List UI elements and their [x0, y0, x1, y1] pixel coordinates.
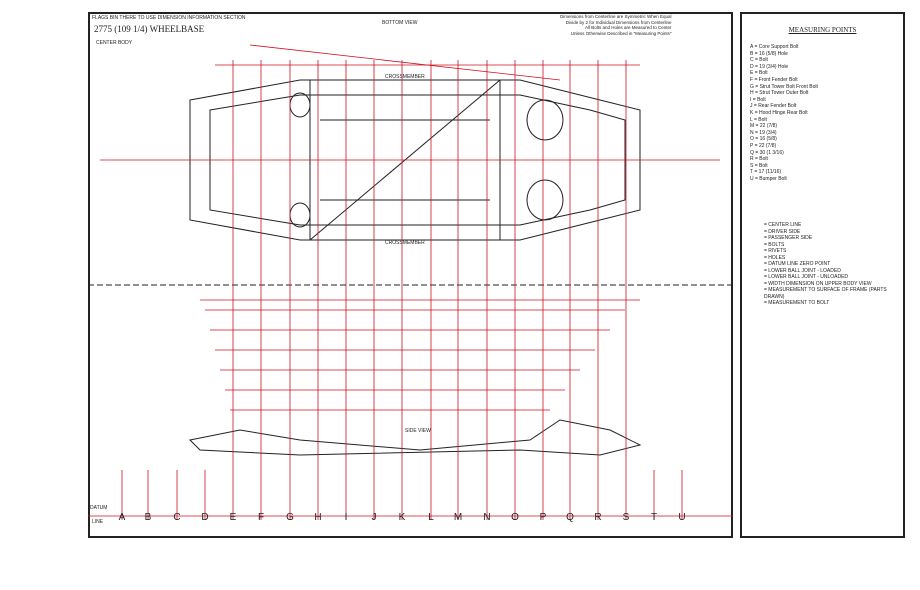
legend-symbol: = LOWER BALL JOINT - LOADED [764, 267, 841, 274]
legend-symbol: = HOLES [764, 254, 786, 261]
note-line: Dimensions from Centerline are Symmetric… [560, 14, 672, 19]
side-view-label: SIDE VIEW [405, 428, 431, 434]
legend-item: L = Bolt [750, 116, 767, 123]
note-right: Dimensions from Centerline are Symmetric… [560, 14, 672, 36]
datum-letter: R [594, 512, 602, 523]
legend-title: MEASURING POINTS [788, 26, 857, 34]
legend-symbol: = BOLTS [764, 241, 785, 248]
line-label: LINE [92, 519, 104, 525]
legend-item: F = Front Fender Bolt [750, 76, 798, 83]
datum-letter: T [650, 512, 658, 523]
datum-letter: F [257, 512, 265, 523]
datum-letter: K [398, 512, 406, 523]
datum-label: DATUM [90, 505, 108, 511]
datum-letter: A [118, 512, 126, 523]
datum-letter: G [286, 512, 294, 523]
crossmember-top-label: CROSSMEMBER [385, 74, 425, 80]
legend-item: B = 16 (5/8) Hole [750, 50, 788, 57]
datum-letter: N [483, 512, 491, 523]
legend-item: K = Hood Hinge Rear Bolt [750, 109, 808, 116]
datum-letter: C [173, 512, 181, 523]
legend-item: D = 19 (3/4) Hole [750, 63, 789, 70]
legend-symbol: = RIVETS [764, 248, 787, 255]
datum-letter: U [678, 512, 686, 523]
legend-item: C = Bolt [750, 57, 768, 64]
note-left: FLAGS BIN THERE TO USE DIMENSION INFORMA… [92, 15, 246, 21]
datum-letter: O [511, 512, 519, 523]
legend-symbol: = CENTER LINE [764, 222, 802, 229]
legend-item: P = 22 (7/8) [750, 142, 777, 149]
legend-item: Q = 30 (1 3/16) [750, 149, 784, 156]
datum-letter: D [201, 512, 209, 523]
legend-item: J = Rear Fender Bolt [750, 103, 797, 110]
datum-letter: P [539, 512, 547, 523]
datum-letter: M [453, 512, 463, 523]
crossmember-bottom-label: CROSSMEMBER [385, 240, 425, 246]
note-line: Unless Otherwise Described in "Measuring… [570, 30, 672, 36]
legend-symbol: = WIDTH DIMENSION ON UPPER BODY VIEW [764, 280, 872, 287]
legend-item: S = Bolt [750, 162, 768, 169]
legend-item: T = 17 (11/16) [750, 169, 782, 176]
datum-letter: J [371, 512, 377, 523]
legend-item: N = 19 (3/4) [750, 129, 777, 136]
legend-item: I = Bolt [750, 96, 766, 103]
view-title: BOTTOM VIEW [382, 20, 418, 26]
diagram-area [88, 12, 733, 538]
legend-item: R = Bolt [750, 156, 768, 163]
legend-symbol: = PASSENGER SIDE [764, 235, 813, 242]
legend-item: A = Core Support Bolt [750, 44, 799, 50]
datum-letter: H [314, 512, 322, 523]
legend-symbols: = CENTER LINE= DRIVER SIDE= PASSENGER SI… [750, 222, 903, 307]
wheelbase-title: 2775 (109 1/4) WHEELBASE [94, 24, 205, 34]
legend-item: U = Bumper Bolt [750, 175, 787, 182]
legend-symbol: = LOWER BALL JOINT - UNLOADED [764, 274, 849, 281]
legend-item: M = 22 (7/8) [750, 123, 778, 130]
datum-letter: S [622, 512, 630, 523]
sub-left: CENTER BODY [96, 40, 133, 46]
datum-letter: E [229, 512, 237, 523]
legend-symbol: = DRIVER SIDE [764, 228, 801, 235]
note-line: Divide by 2 for Individual Dimensions fr… [565, 19, 672, 25]
legend-symbol: = DATUM LINE ZERO POINT [764, 261, 831, 268]
legend-symbol: = MEASUREMENT TO SURFACE OF FRAME (PARTS… [764, 287, 887, 300]
legend-item: H = Strut Tower Outer Bolt [750, 90, 809, 97]
legend-item: E = Bolt [750, 70, 768, 77]
legend-item: O = 16 (5/8) [750, 136, 777, 143]
datum-letter: L [428, 512, 434, 523]
datum-letter: I [344, 512, 348, 523]
datum-letter: B [144, 512, 152, 523]
legend-item: G = Strut Tower Bolt Front Bolt [750, 83, 818, 90]
note-line: All Bolts and Holes are Measured to Cent… [585, 25, 672, 30]
legend-symbol: = MEASUREMENT TO BOLT [764, 300, 830, 307]
datum-letter: Q [566, 512, 574, 523]
